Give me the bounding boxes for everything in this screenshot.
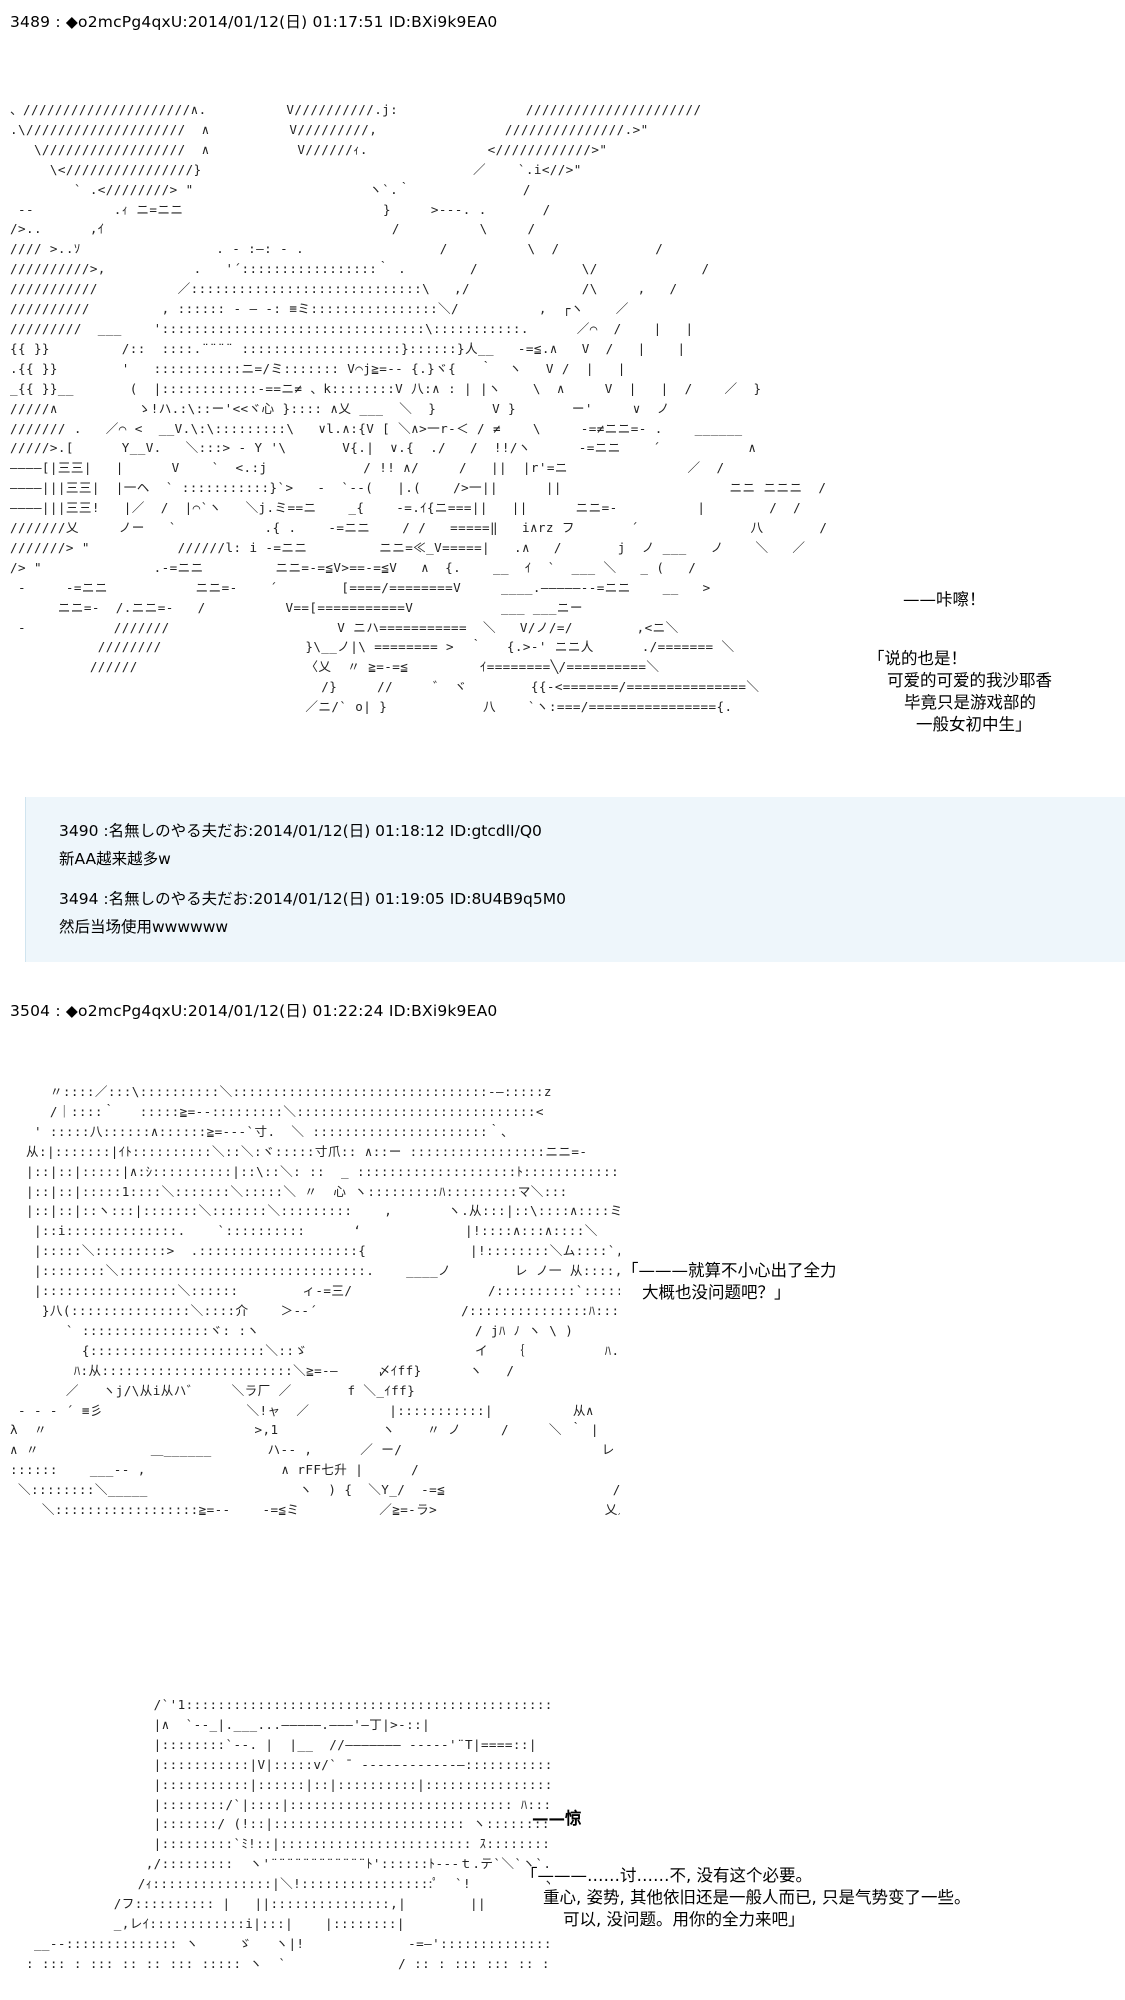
ascii-art-character-coat: /`'1::::::::::::::::::::::::::::::::::::…	[25, 1697, 550, 1971]
reply-post: 3490 :名無しのやる夫だお:2014/01/12(日) 01:18:12 I…	[59, 819, 542, 869]
reply-section: 3490 :名無しのやる夫だお:2014/01/12(日) 01:18:12 I…	[25, 797, 1125, 962]
reply-body: 然后当场使用wwwwww	[59, 918, 229, 936]
quote-line: 一般女初中生」	[916, 715, 1032, 734]
quote-line: 大概也没问题吧？」	[642, 1283, 791, 1302]
quote-line: 「———……讨……不, 没有这个必要。	[521, 1866, 812, 1885]
quote-line: 可以, 没问题。用你的全力来吧」	[563, 1910, 805, 1929]
reply-header: 3490 :名無しのやる夫だお:2014/01/12(日) 01:18:12 I…	[59, 822, 542, 840]
post-header: 3504 : ◆o2mcPg4qxU:2014/01/12(日) 01:22:2…	[10, 1002, 498, 1020]
quote-line: 重心, 姿势, 其他依旧还是一般人而已, 只是气势变了一些。	[543, 1888, 971, 1907]
post-header: 3489 : ◆o2mcPg4qxU:2014/01/12(日) 01:17:5…	[10, 13, 498, 31]
ascii-art-character-face: 〃::::／:::\::::::::::＼:::::::::::::::::::…	[10, 1084, 620, 1518]
sound-effect: ——惊	[532, 1809, 582, 1828]
reply-header: 3494 :名無しのやる夫だお:2014/01/12(日) 01:19:05 I…	[59, 890, 566, 908]
quote-line: 毕竟只是游戏部的	[904, 693, 1036, 712]
reply-post: 3494 :名無しのやる夫だお:2014/01/12(日) 01:19:05 I…	[59, 887, 566, 937]
reply-body: 新AA越来越多w	[59, 850, 171, 868]
quote-line: 「———就算不小心出了全力	[622, 1261, 837, 1280]
quote-line: 「说的也是！	[868, 649, 967, 668]
sound-effect: ——咔嚓！	[903, 590, 986, 609]
ascii-art-sayaka-swing: 、/////////////////////∧. V//////////.j: …	[10, 102, 828, 715]
quote-line: 可爱的可爱的我沙耶香	[887, 671, 1052, 690]
